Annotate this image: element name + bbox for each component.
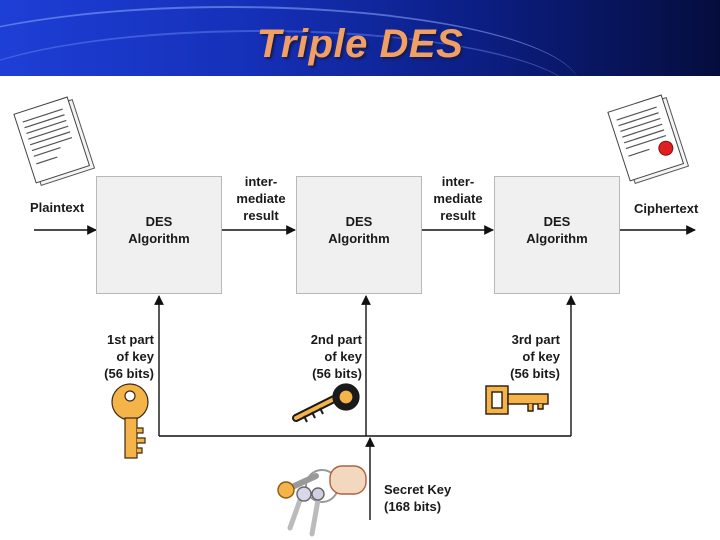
des-box-label-2: DES Algorithm (328, 214, 390, 246)
ciphertext-label: Ciphertext (634, 201, 699, 216)
keyring-icon (277, 465, 367, 537)
secret-key-label: Secret Key (168 bits) (384, 482, 452, 514)
des-box-2 (296, 176, 422, 294)
intermediate-label-1: inter- mediate result (236, 174, 286, 223)
key-icon (111, 383, 149, 459)
key-part-label-2: 2nd part of key (56 bits) (310, 332, 362, 381)
document-icon (607, 94, 690, 185)
key-part-label-3: 3rd part of key (56 bits) (510, 332, 560, 381)
des-box-label-3: DES Algorithm (526, 214, 588, 246)
des-box-1 (96, 176, 222, 294)
key-icon (292, 383, 360, 423)
document-icon (13, 96, 96, 187)
des-box-label-1: DES Algorithm (128, 214, 190, 246)
slide-title: Triple DES (256, 22, 464, 66)
intermediate-label-2: inter- mediate result (433, 174, 483, 223)
slide-header: Triple DES (0, 0, 720, 76)
key-part-label-1: 1st part of key (56 bits) (104, 332, 154, 381)
key-icon (485, 385, 549, 415)
des-box-3 (494, 176, 620, 294)
plaintext-label: Plaintext (30, 200, 85, 215)
